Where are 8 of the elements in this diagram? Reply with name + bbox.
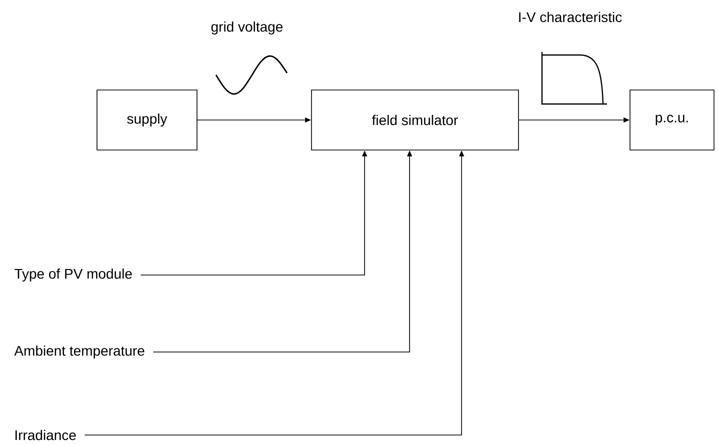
signal-label: I-V characteristic bbox=[519, 12, 622, 22]
process-box: supply bbox=[96, 90, 198, 150]
input-label: Irradiance bbox=[15, 430, 76, 440]
signal-label: grid voltage bbox=[211, 21, 283, 35]
input-label: Type of PV module bbox=[14, 268, 132, 282]
input-label: Ambient temperature bbox=[14, 345, 144, 359]
process-box: field simulator bbox=[311, 90, 519, 150]
process-box: p.c.u. bbox=[630, 90, 714, 150]
